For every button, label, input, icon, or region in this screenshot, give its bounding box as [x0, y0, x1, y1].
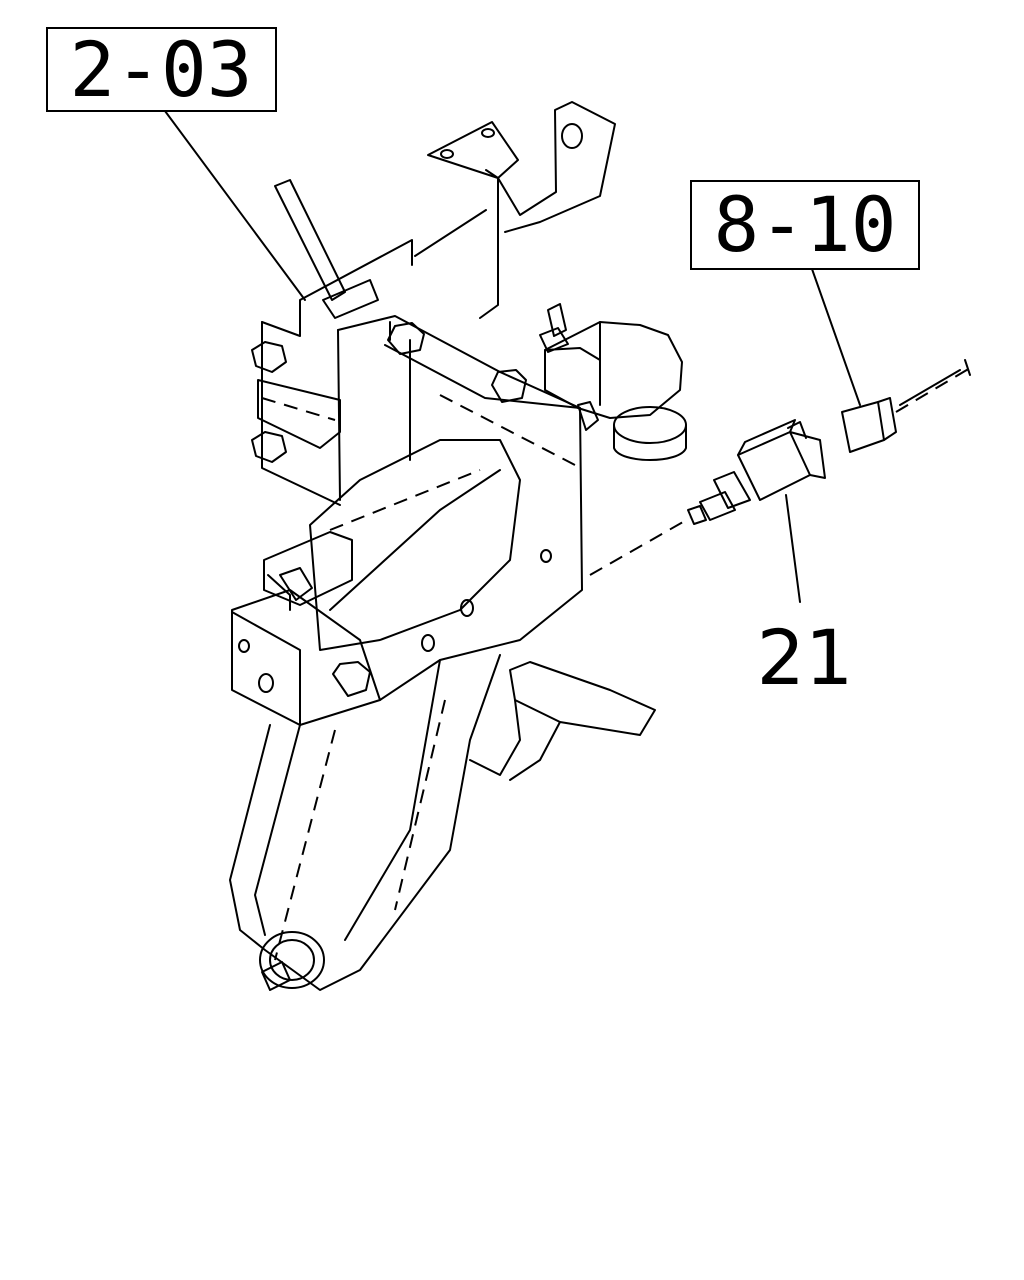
wire-connector	[841, 359, 971, 453]
mounting-bracket	[261, 101, 616, 506]
part-label-21: 21	[757, 613, 854, 702]
callout-2-03-box	[46, 27, 277, 112]
push-rod	[274, 179, 379, 319]
pedal-housing	[337, 315, 583, 701]
callout-2-03[interactable]: 2-03	[46, 25, 277, 114]
callout-8-10-box	[690, 180, 920, 270]
pedal-arm	[309, 439, 521, 651]
callout-2-03-leader	[164, 110, 306, 301]
switch-housing	[539, 303, 687, 461]
front-plate	[231, 589, 381, 726]
stop-lamp-switch	[589, 419, 826, 576]
clevis	[263, 531, 353, 611]
pedal-lever	[229, 654, 501, 991]
callout-8-10[interactable]: 8-10	[690, 180, 920, 270]
part-21-leader	[785, 494, 801, 603]
callout-8-10-text: 8-10	[713, 180, 896, 269]
callout-2-03-text: 2-03	[69, 25, 252, 114]
foot-pad	[469, 661, 656, 781]
callout-8-10-leader	[811, 268, 861, 406]
side-bolts	[251, 341, 341, 463]
